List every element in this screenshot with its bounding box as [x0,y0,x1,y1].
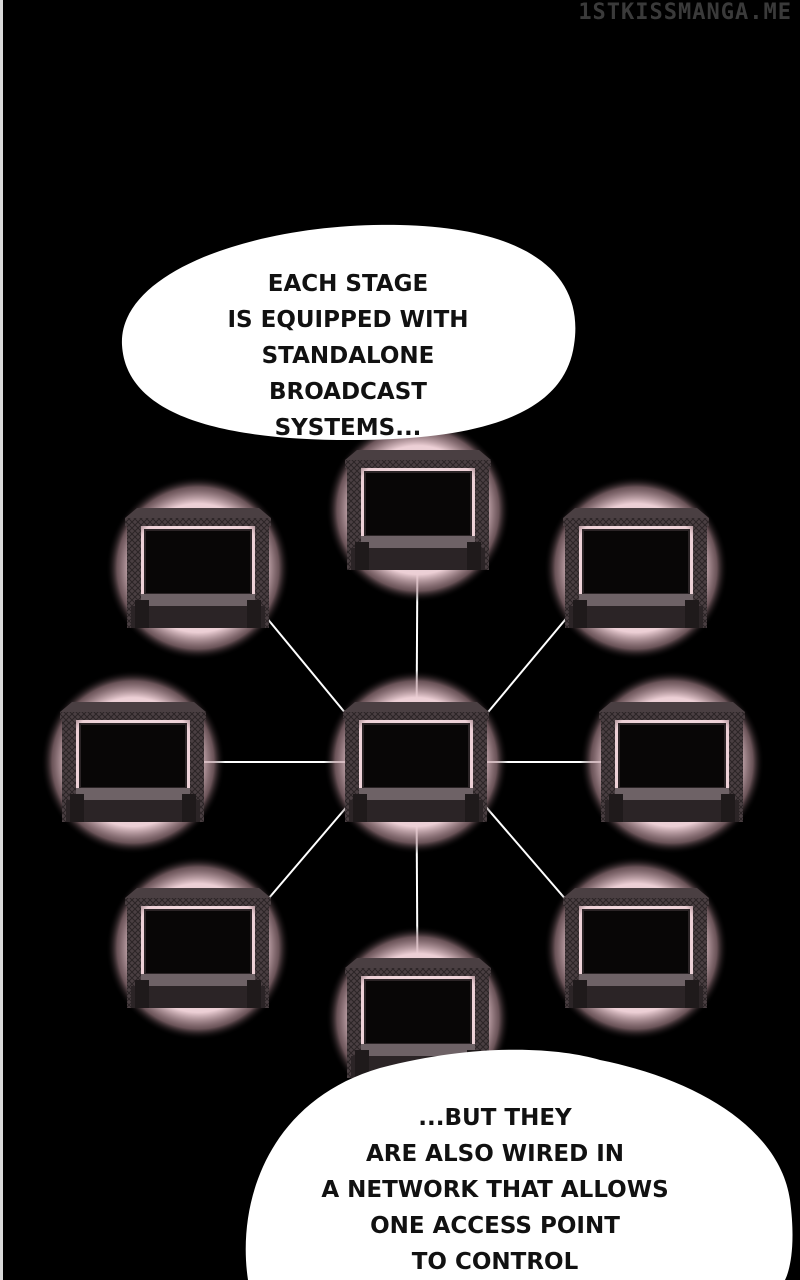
stage-top-left-roof [125,508,271,518]
stage-left [41,670,225,854]
stage-left-deck [66,800,200,822]
stage-top-right-roof-truss [563,518,709,526]
stage-top-left [106,476,290,660]
stage-bottom-right-speaker-right [685,980,699,1008]
stage-top-right-equipment [579,594,693,606]
stage-bottom-left-roof [125,888,271,898]
stage-bottom-roof [345,958,491,968]
stage-top-deck [351,548,485,570]
stage-top-right-speaker-right [685,600,699,628]
stage-top-left-equipment [141,594,255,606]
stage-bottom-right [544,856,728,1040]
stage-right-deck [605,800,739,822]
stage-left-screen [79,723,187,789]
stage-center-deck [349,800,483,822]
stage-bottom-speaker-left [355,1050,369,1078]
stage-bottom-screen [364,979,472,1045]
panel-left-border [0,0,3,1280]
stage-bottom [326,926,510,1110]
stage-top-left-screen [144,529,252,595]
stage-center-equipment [359,788,473,800]
stage-top-speaker-right [467,542,481,570]
stage-top-roof [345,450,491,460]
speech-bubble-top-text: EACH STAGE IS EQUIPPED WITH STANDALONE B… [227,271,469,441]
stage-bottom-left-speaker-left [135,980,149,1008]
stage-top-screen [364,471,472,537]
stage-bottom-left-screen [144,909,252,975]
stage-right-roof-truss [599,712,745,720]
stage-left-roof-truss [60,712,206,720]
stage-bottom-left-roof-truss [125,898,271,906]
stage-top-equipment [361,536,475,548]
stage-grid [41,418,764,1110]
stage-right-screen [618,723,726,789]
stage-bottom-left-deck [131,986,265,1008]
stage-top-roof-truss [345,460,491,468]
stage-bottom-roof-truss [345,968,491,976]
stage-right-speaker-left [609,794,623,822]
stage-center-speaker-right [465,794,479,822]
stage-left-speaker-right [182,794,196,822]
stage-bottom-left [106,856,290,1040]
stage-top-right-speaker-left [573,600,587,628]
stage-center-speaker-left [353,794,367,822]
stage-bottom-right-roof [563,888,709,898]
stage-bottom-equipment [361,1044,475,1056]
stage-top-right [544,476,728,660]
stage-bottom-left-equipment [141,974,255,986]
stage-left-equipment [76,788,190,800]
stage-bottom-right-deck [569,986,703,1008]
stage-top-speaker-left [355,542,369,570]
stage-top-left-roof-truss [125,518,271,526]
stage-top-left-speaker-right [247,600,261,628]
stage-bottom-left-speaker-right [247,980,261,1008]
stage-top-right-screen [582,529,690,595]
stage-right-roof [599,702,745,712]
stage-top-right-deck [569,606,703,628]
stage-top-left-speaker-left [135,600,149,628]
stage-top [326,418,510,602]
stage-center-roof-truss [343,712,489,720]
speech-bubble-bottom [245,1049,793,1280]
stage-center [324,670,508,854]
speech-bubble-top [121,224,576,440]
stage-right [580,670,764,854]
stage-bottom-right-screen [582,909,690,975]
stage-left-speaker-left [70,794,84,822]
stage-top-left-deck [131,606,265,628]
stage-center-screen [362,723,470,789]
stage-right-equipment [615,788,729,800]
stage-bottom-right-roof-truss [563,898,709,906]
stage-top-right-roof [563,508,709,518]
stage-bottom-right-speaker-left [573,980,587,1008]
stage-right-speaker-right [721,794,735,822]
stage-center-roof [343,702,489,712]
stage-bottom-right-equipment [579,974,693,986]
stage-left-roof [60,702,206,712]
watermark: 1STKISSMANGA.ME [578,0,792,25]
speech-bubble-bottom-text: ...BUT THEY ARE ALSO WIRED IN A NETWORK … [321,1105,669,1275]
